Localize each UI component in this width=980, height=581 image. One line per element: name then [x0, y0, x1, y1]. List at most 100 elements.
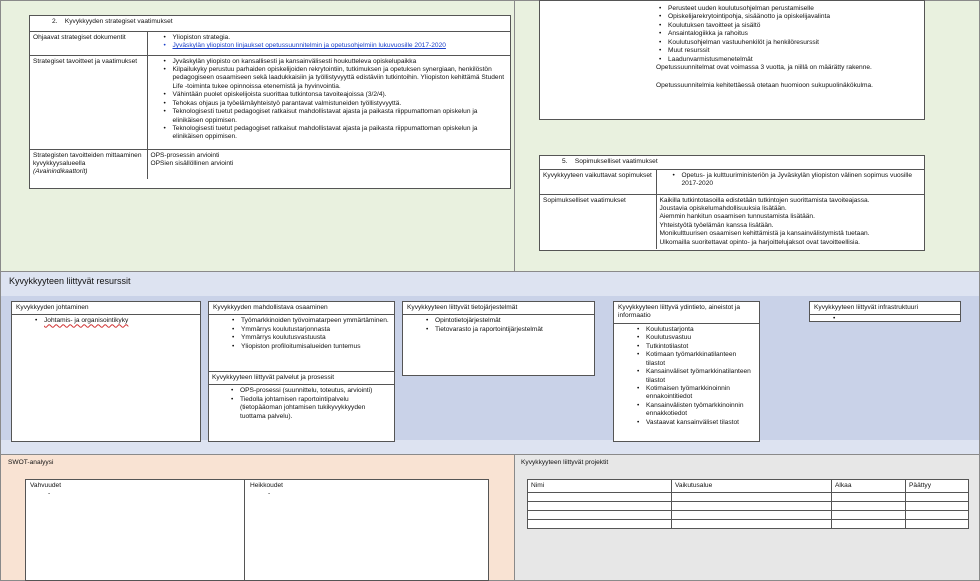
list-item: Teknologisesti tuetut pedagogiset ratkai… [161, 125, 508, 142]
list-item: Opetus- ja kulttuuriministeriön ja Jyväs… [670, 172, 922, 189]
projects-title: Kyvykkyyteen liittyvät projektit [521, 459, 609, 466]
list-item: Kotimaan työmarkkinatilanteen tilastot [634, 351, 753, 368]
contractual-heading: 5. Sopimukselliset vaatimukset [540, 156, 924, 170]
swot-title: SWOT-analyysi [8, 459, 54, 466]
swot-table: Vahvuudet - Heikkoudet - [25, 479, 489, 581]
indicator-value: OPSien sisällöllinen arviointi [150, 159, 234, 167]
list-item: Yliopiston strategia. [161, 34, 508, 43]
weaknesses-dash: - [268, 490, 271, 498]
contract-line: Yhteistyötä työelämän kanssa lisätään. [659, 221, 774, 229]
strategic-heading: 2. Kyvykkyyden strategiset vaatimukset [30, 16, 510, 32]
list-item: OPS-prosessi (suunnittelu, toteutus, arv… [228, 387, 389, 396]
contractual-table: 5. Sopimukselliset vaatimukset Kyvykkyyt… [539, 155, 925, 251]
strengths-dash: - [48, 490, 51, 498]
requirements-continued: Perusteet uuden koulutusohjelman perusta… [539, 0, 925, 120]
strategic-row-indicators: Strategisten tavoitteiden mittaaminen ky… [29, 148, 511, 180]
contractual-row-requirements: Sopimukselliset vaatimukset Kaikilla tut… [539, 193, 925, 250]
list-item: Opiskelijarekrytointipohja, sisäänotto j… [656, 13, 918, 22]
table-row [527, 501, 969, 512]
core-data-title: Kyvykkyyteen liittyvä ydintieto, aineist… [614, 302, 759, 324]
list-item: Ansaintalogiikka ja rahoitus [656, 30, 918, 39]
contract-line: Ulkomailla suoritettavat opinto- ja harj… [659, 238, 860, 246]
row-label-indicators: (Avainindikaattorit) [33, 168, 88, 176]
list-item: Koulutusvastuu [634, 334, 753, 343]
list-item: Ymmärrys koulutustarjonnasta [229, 326, 390, 335]
list-item: Koulutusohjelman vastuuhenkilöt ja henki… [656, 39, 918, 48]
list-item: Kansainvälisten työmarkkinoinnin ennakko… [634, 402, 753, 419]
list-item: Tehokas ohjaus ja työelämäyhteistyö para… [161, 100, 508, 109]
indicator-value: OPS-prosessin arviointi [150, 151, 220, 159]
contractual-row-agreements: Kyvykkyyteen vaikuttavat sopimukset Opet… [539, 169, 925, 195]
requirements-panel: Perusteet uuden koulutusohjelman perusta… [514, 0, 980, 272]
leadership-title: Kyvykkyyden johtaminen [12, 302, 200, 316]
strengths-column: Vahvuudet - [26, 480, 245, 580]
core-data-box: Kyvykkyyteen liittyvä ydintieto, aineist… [613, 301, 760, 442]
requirements-text: Opetussuunnitelmat ovat voimassa 3 vuott… [656, 64, 872, 72]
infrastructure-box: Kyvykkyyteen liittyvät infrastruktuuri [809, 301, 961, 324]
contract-line: Monikulttuurisen osaamisen kehittämistä … [659, 230, 870, 238]
list-item: Koulutuksen tavoitteet ja sisältö [656, 22, 918, 31]
list-item: Ymmärrys koulutusvastuusta [229, 334, 390, 343]
swot-panel: SWOT-analyysi Vahvuudet - Heikkoudet - [0, 454, 515, 581]
strategic-row-goals: Strategiset tavoitteet ja vaatimukset Jy… [29, 54, 511, 150]
list-item: Kotimaisen työmarkkinoinnin ennakointiti… [634, 385, 753, 402]
skills-title: Kyvykkyyden mahdollistava osaaminen [209, 302, 394, 316]
list-item: Tiedolla johtamisen raportointipalvelu (… [228, 396, 389, 421]
list-item: Laadunvarmistusmenetelmät [656, 56, 918, 65]
column-header: Nimi [527, 478, 672, 494]
projects-table: Nimi Vaikutusalue Alkaa Päättyy [527, 478, 969, 530]
row-label: Strategiset tavoitteet ja vaatimukset [29, 54, 148, 150]
row-label: Ohjaavat strategiset dokumentit [29, 31, 148, 56]
requirements-text: Opetussuunnitelmia kehitettäessä otetaan… [656, 81, 873, 89]
list-item: Teknologisesti tuetut pedagogiset ratkai… [161, 108, 508, 125]
contract-line: Joustavia opiskelumahdollisuuksia lisätä… [659, 204, 787, 212]
column-header: Alkaa [831, 478, 906, 494]
list-item: Tietovarasto ja raportointijärjestelmät [423, 326, 590, 335]
list-item: Koulutustarjonta [634, 326, 753, 335]
table-header-row: Nimi Vaikutusalue Alkaa Päättyy [527, 478, 969, 494]
resources-panel: Kyvykkyyteen liittyvät resurssit Kyvykky… [0, 271, 980, 455]
services-title: Kyvykkyyteen liittyvät palvelut ja prose… [208, 372, 395, 386]
row-label: Sopimukselliset vaatimukset [539, 193, 657, 250]
weaknesses-label: Heikkoudet [250, 482, 283, 489]
list-item: Opintotietojärjestelmät [423, 317, 590, 326]
list-item: Vähintään puolet opiskelijoista suoritta… [161, 91, 508, 100]
list-item: Muut resurssit [656, 47, 918, 56]
skills-box: Kyvykkyyden mahdollistava osaaminen Työm… [208, 301, 395, 442]
column-header: Vaikutusalue [671, 478, 832, 494]
infrastructure-title: Kyvykkyyteen liittyvät infrastruktuuri [810, 302, 960, 316]
contractual-heading-text: Sopimukselliset vaatimukset [574, 158, 658, 165]
strategic-panel: 2. Kyvykkyyden strategiset vaatimukset O… [0, 0, 515, 272]
list-item: Vastaavat kansainväliset tilastot [634, 419, 753, 428]
list-item: Tutkintotilastot [634, 343, 753, 352]
table-row [527, 492, 969, 503]
table-row [527, 519, 969, 530]
services-box: Kyvykkyyteen liittyvät palvelut ja prose… [208, 371, 395, 421]
strategic-row-documents: Ohjaavat strategiset dokumentit Yliopist… [29, 31, 511, 56]
list-item: Perusteet uuden koulutusohjelman perusta… [656, 5, 918, 14]
strategic-grid: Ohjaavat strategiset dokumentit Yliopist… [29, 31, 511, 180]
row-label: Strategisten tavoitteiden mittaaminen ky… [33, 151, 142, 167]
list-item: Työmarkkinoiden työvoimatarpeen ymmärtäm… [229, 317, 390, 326]
ops-guidelines-link[interactable]: Jyväskylän yliopiston linjaukset opetuss… [161, 42, 508, 51]
table-row [527, 510, 969, 521]
resources-title: Kyvykkyyteen liittyvät resurssit [9, 276, 131, 286]
contract-line: Kaikilla tutkintotasoilla edistetään tut… [659, 196, 870, 204]
systems-title: Kyvykkyyteen liittyvät tietojärjestelmät [403, 302, 594, 316]
systems-box: Kyvykkyyteen liittyvät tietojärjestelmät… [402, 301, 595, 376]
list-item: Yliopiston profiloitumisalueiden tuntemu… [229, 343, 390, 352]
projects-panel: Kyvykkyyteen liittyvät projektit Nimi Va… [514, 454, 980, 581]
contractual-grid: Kyvykkyyteen vaikuttavat sopimukset Opet… [539, 169, 925, 250]
list-item: Kilpailukyky perustuu parhaiden opiskeli… [161, 66, 508, 91]
leadership-box: Kyvykkyyden johtaminen Johtamis- ja orga… [11, 301, 201, 442]
list-item: Jyväskylän yliopisto on kansallisesti ja… [161, 58, 508, 67]
contract-line: Aiemmin hankitun osaamisen tunnustamista… [659, 213, 815, 221]
list-item: Kansainväliset työmarkkinatilanteen tila… [634, 368, 753, 385]
strategic-table: 2. Kyvykkyyden strategiset vaatimukset O… [29, 15, 511, 189]
column-header: Päättyy [905, 478, 969, 494]
row-label: Kyvykkyyteen vaikuttavat sopimukset [539, 169, 657, 195]
projects-table-wrap: Nimi Vaikutusalue Alkaa Päättyy [527, 478, 969, 530]
strategic-heading-text: Kyvykkyyden strategiset vaatimukset [64, 18, 173, 25]
list-item: Johtamis- ja organisointikyky [32, 317, 200, 326]
weaknesses-column: Heikkoudet - [246, 480, 488, 580]
